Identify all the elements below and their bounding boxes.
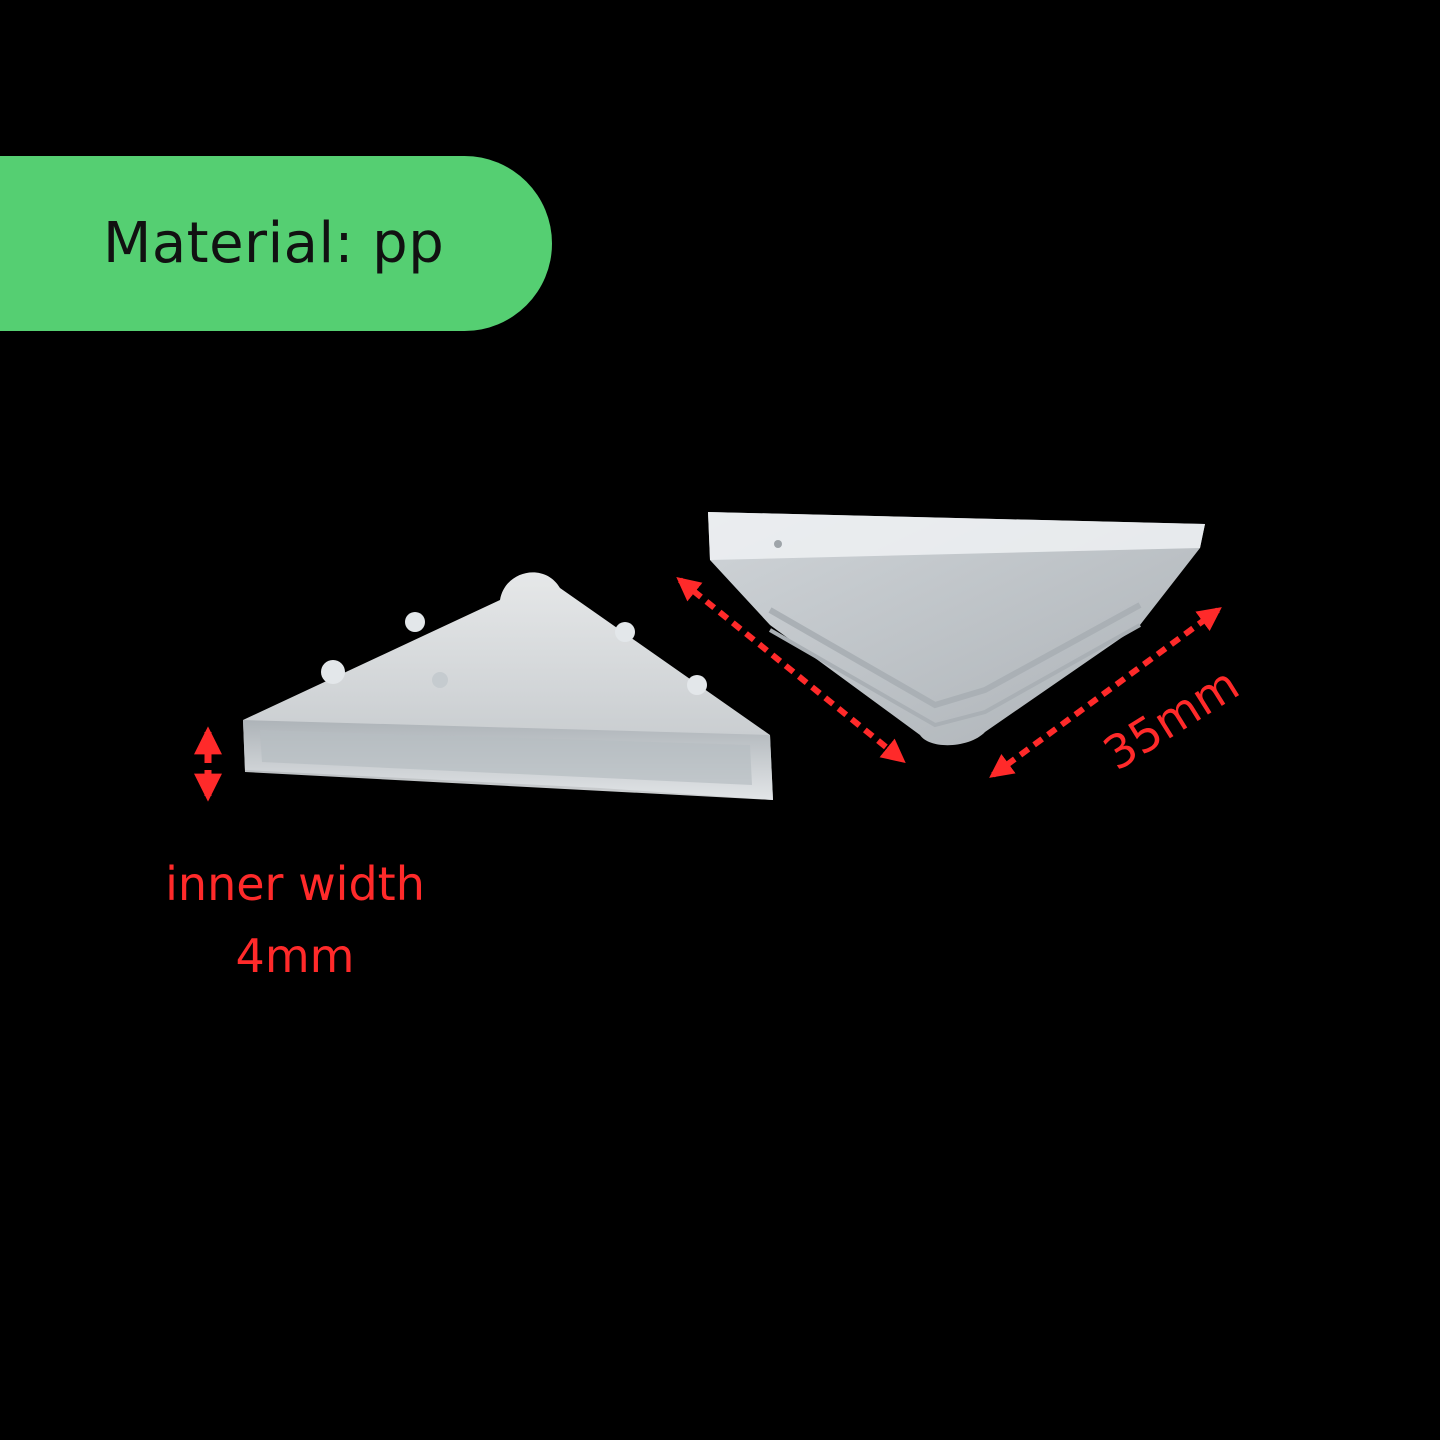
length-arrow [989,607,1222,778]
left-edge-arrow [676,576,906,764]
corner-protector-front [243,572,773,800]
inner-width-label: inner width 4mm [110,848,480,992]
material-badge-text: Material: pp [103,211,445,276]
corner-protector-back [708,512,1205,746]
inner-width-line1: inner width [165,857,425,911]
inner-width-value: 4mm [235,929,355,983]
material-badge: Material: pp [0,156,552,331]
